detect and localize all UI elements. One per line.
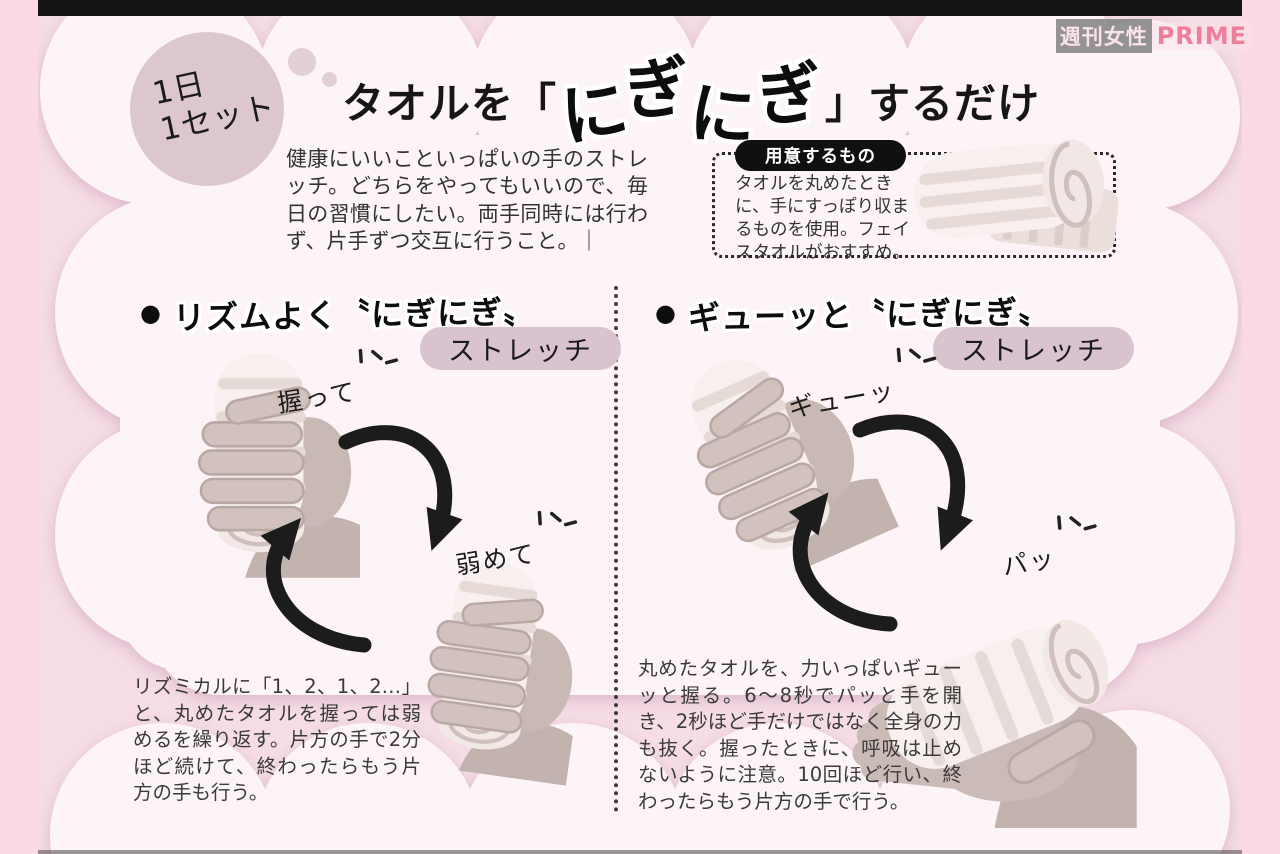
cycle-arrow-up-left xyxy=(260,517,372,653)
title-prefix: タオルを「 xyxy=(342,78,558,128)
watermark-prime: PRIME xyxy=(1151,22,1252,50)
thought-bubble-small xyxy=(322,72,337,87)
bottom-black-bar xyxy=(38,850,1242,854)
stretch-badge-right: ストレッチ xyxy=(933,327,1134,370)
emphasis-marks-icon xyxy=(531,505,579,538)
title-suffix: 」するだけ xyxy=(825,78,1041,128)
stretch-badge-left: ストレッチ xyxy=(420,327,621,370)
right-margin-strip xyxy=(1242,0,1280,854)
title-nigi-char: ぎ xyxy=(752,53,827,138)
supplies-label: 用意するもの xyxy=(735,140,906,171)
intro-paragraph: 健康にいいこといっぱいの手のストレッチ。どちらをやってもいいので、毎日の習慣にし… xyxy=(286,146,648,255)
heading-bullet: ● xyxy=(655,299,676,327)
supplies-text: タオルを丸めたときに、手にすっぽり収まるものを使用。フェイスタオルがおすすめ。 xyxy=(735,174,910,264)
left-margin-strip xyxy=(0,0,38,854)
set-frequency-badge: 1日 1セット xyxy=(130,32,284,186)
rolled-towel-photo xyxy=(912,129,1127,267)
emphasis-marks-icon xyxy=(352,343,400,376)
page-title: タオルを「 に ぎ に ぎ 」するだけ xyxy=(342,48,1041,157)
top-black-bar xyxy=(38,0,1242,16)
emphasis-marks-icon xyxy=(890,341,938,374)
section-body-left: リズミカルに「1、2、1、2…」と、丸めたタオルを握っては弱めるを繰り返す。片方… xyxy=(133,675,421,805)
watermark-brand: 週刊女性 xyxy=(1055,19,1152,53)
center-divider xyxy=(614,286,618,812)
action-label-text: パッ xyxy=(1000,543,1059,582)
title-nigi-char: ぎ xyxy=(620,47,694,132)
thought-bubble-large xyxy=(288,48,316,76)
cycle-arrow-down-left xyxy=(338,425,463,551)
emphasis-marks-icon xyxy=(1051,509,1099,542)
supplies-box: 用意するもの タオルを丸めたときに、手にすっぽり収まるものを使用。フェイスタオル… xyxy=(712,152,1116,263)
cycle-arrow-up-right xyxy=(788,492,898,632)
heading-bullet: ● xyxy=(140,299,161,327)
section-body-right: 丸めたタオルを、力いっぱいギューッと握る。6〜8秒でパッと手を開き、2秒ほど手だ… xyxy=(638,657,962,813)
text-cursor-artifact: ｜ xyxy=(578,228,600,253)
intro-text: 健康にいいこといっぱいの手のストレッチ。どちらをやってもいいので、毎日の習慣にし… xyxy=(286,147,648,253)
section-heading-right: ● ギューッと〝にぎにぎ〟 xyxy=(655,290,1051,337)
watermark-logo: 週刊女性 PRIME xyxy=(1055,19,1252,53)
cycle-arrow-down-right xyxy=(852,414,973,551)
action-label-open: パッ xyxy=(999,539,1058,584)
title-nigi: に ぎ に ぎ xyxy=(555,48,827,157)
section-heading-left: ● リズムよく〝にぎにぎ〟 xyxy=(140,290,536,337)
